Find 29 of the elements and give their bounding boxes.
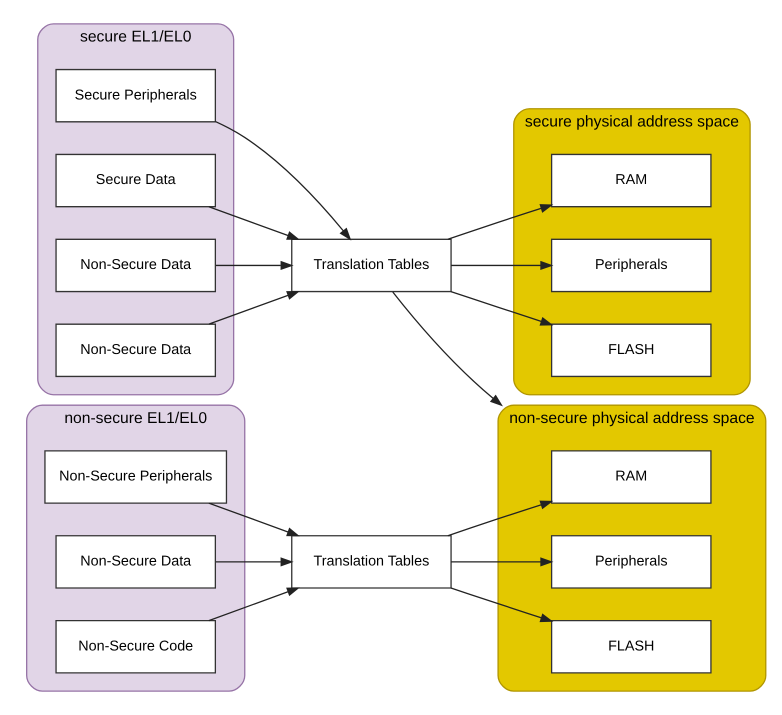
arrow bbox=[450, 290, 554, 326]
node-box: RAM bbox=[550, 450, 712, 504]
node-box: Non-Secure Code bbox=[55, 620, 216, 674]
node-box: Non-Secure Data bbox=[55, 238, 216, 292]
arrow bbox=[392, 292, 503, 406]
node-box: FLASH bbox=[550, 324, 712, 378]
node-box: RAM bbox=[550, 154, 712, 208]
arrow bbox=[448, 500, 554, 536]
arrow bbox=[216, 557, 294, 566]
node-box: Translation Tables bbox=[291, 238, 452, 292]
arrow bbox=[208, 587, 300, 622]
arrow bbox=[208, 502, 300, 536]
node-box: Peripherals bbox=[550, 535, 712, 589]
node-box: Secure Peripherals bbox=[55, 68, 216, 122]
arrow bbox=[451, 557, 554, 566]
node-box: FLASH bbox=[550, 620, 712, 674]
arrow bbox=[208, 290, 300, 325]
arrow bbox=[208, 206, 300, 240]
arrow bbox=[450, 587, 554, 622]
node-box: Secure Data bbox=[55, 154, 216, 208]
arrow bbox=[215, 120, 352, 241]
node-box: Non-Secure Data bbox=[55, 324, 216, 378]
arrow bbox=[448, 204, 554, 240]
node-box: Peripherals bbox=[550, 238, 712, 292]
node-box: Translation Tables bbox=[291, 535, 452, 589]
node-box: Non-Secure Data bbox=[55, 535, 216, 589]
arrow bbox=[216, 260, 294, 270]
node-box: Non-Secure Peripherals bbox=[44, 450, 228, 504]
arrow bbox=[451, 260, 554, 270]
